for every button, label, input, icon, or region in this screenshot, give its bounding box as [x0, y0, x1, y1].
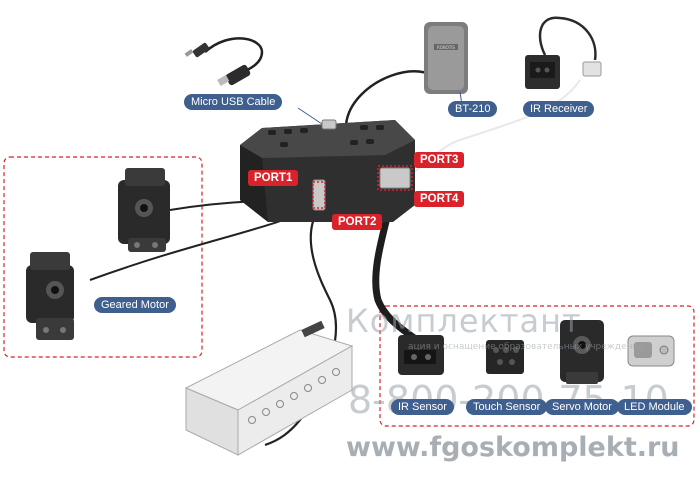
ir-sensor-device — [398, 335, 444, 375]
bt-label: BT-210 — [448, 101, 498, 117]
port4-label: PORT4 — [414, 191, 465, 207]
sensor-frame — [379, 305, 695, 427]
servo-motor-label: Servo Motor — [545, 399, 619, 415]
geared-motor-frame — [3, 156, 203, 358]
watermark-site: www.fgoskomplekt.ru — [346, 432, 680, 463]
watermark-tagline: ация и оснащение образовательных учрежде… — [408, 342, 645, 352]
watermark-brand: Комплектант — [346, 302, 582, 340]
port1-label: PORT1 — [248, 170, 299, 186]
usb-cable — [184, 37, 264, 86]
led-module-label: LED Module — [617, 399, 692, 415]
geared-motor-label: Geared Motor — [94, 297, 176, 313]
bt-210-module: ROBOTIS — [424, 22, 468, 94]
led-board — [184, 320, 354, 456]
ir-receiver-device — [525, 16, 602, 89]
usb-label: Micro USB Cable — [184, 94, 283, 110]
usb-leader — [297, 107, 323, 125]
ir-sensor-label: IR Sensor — [391, 399, 454, 415]
touch-sensor-label: Touch Sensor — [466, 399, 548, 415]
ir-receiver-label: IR Receiver — [523, 101, 595, 117]
controller-unit — [240, 119, 415, 222]
servo-motor-device — [560, 320, 604, 384]
touch-sensor-device — [486, 340, 524, 374]
port3-label: PORT3 — [414, 152, 465, 168]
led-module-device — [627, 335, 675, 367]
geared-motor-1 — [118, 168, 170, 252]
port2-label: PORT2 — [332, 214, 383, 230]
bt-brand-text: ROBOTIS — [437, 45, 455, 50]
geared-motor-2 — [26, 252, 74, 340]
